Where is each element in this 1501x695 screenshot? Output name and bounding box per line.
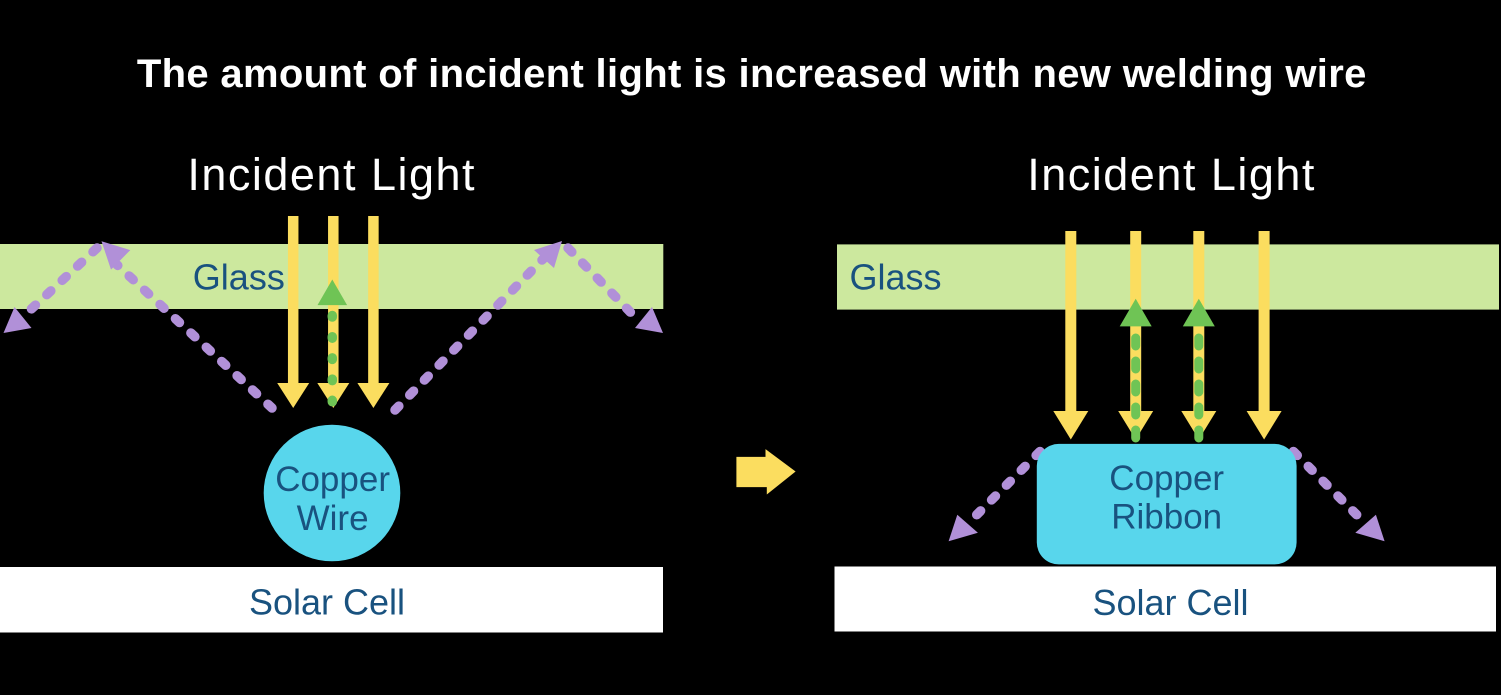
svg-text:Glass: Glass	[193, 257, 285, 298]
svg-text:Copper: Copper	[1109, 459, 1224, 498]
svg-text:Ribbon: Ribbon	[1111, 498, 1222, 537]
svg-text:Incident Light: Incident Light	[1027, 149, 1316, 200]
svg-text:Solar Cell: Solar Cell	[249, 582, 405, 623]
svg-text:Incident Light: Incident Light	[187, 149, 476, 200]
svg-text:Glass: Glass	[850, 257, 942, 298]
svg-text:Solar Cell: Solar Cell	[1092, 582, 1248, 623]
svg-text:Copper: Copper	[275, 460, 390, 499]
svg-text:Wire: Wire	[297, 499, 369, 538]
svg-text:The amount of incident light i: The amount of incident light is increase…	[137, 52, 1367, 96]
